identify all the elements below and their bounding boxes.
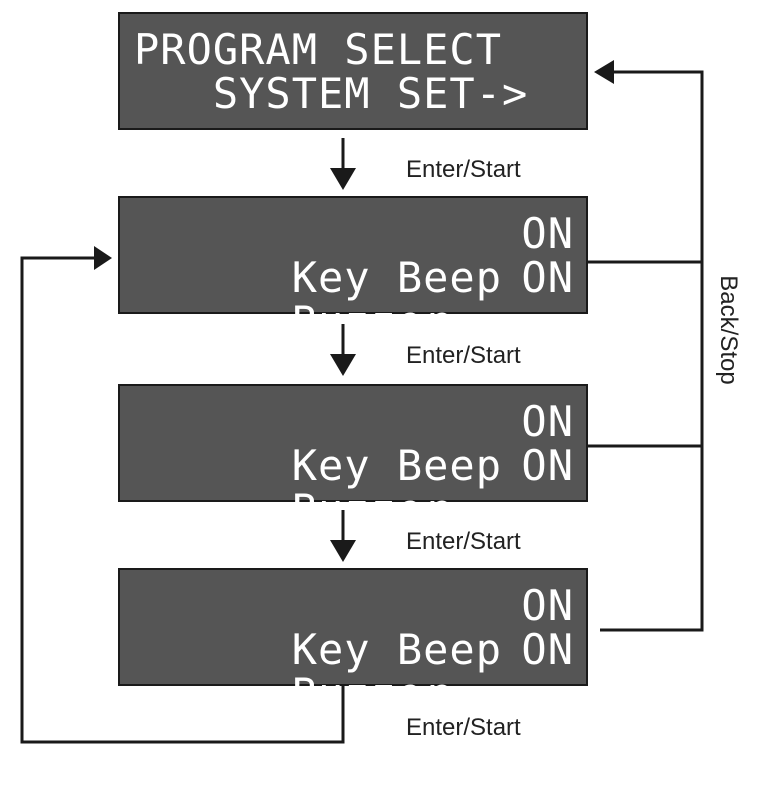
lcd-screen-settings-3: Key Beep ON Buzzer ON — [118, 568, 588, 716]
menu-flow-diagram: PROGRAM SELECT SYSTEM SET-> Key Beep ON … — [20, 12, 742, 744]
setting-value: ON — [521, 625, 574, 674]
lcd-row-buzzer: Buzzer ON — [134, 625, 574, 716]
setting-name: Buzzer — [291, 297, 450, 346]
setting-value: ON — [521, 397, 574, 446]
enter-start-label-3: Enter/Start — [406, 528, 521, 555]
setting-value: ON — [521, 581, 574, 630]
down-arrow-3 — [330, 510, 356, 562]
lcd-screen-program-select: PROGRAM SELECT SYSTEM SET-> — [118, 12, 588, 130]
down-arrow-2 — [330, 324, 356, 376]
lcd-row-key-beep: Key Beep ON — [134, 209, 574, 300]
enter-start-label-1: Enter/Start — [406, 156, 521, 183]
lcd-row-key-beep: Key Beep ON — [134, 397, 574, 488]
setting-name: Key Beep — [291, 441, 503, 490]
lcd-row-buzzer: Buzzer ON — [134, 441, 574, 532]
enter-start-label-4: Enter/Start — [406, 714, 521, 741]
setting-name: Key Beep — [291, 625, 503, 674]
lcd-line-1: PROGRAM SELECT — [134, 25, 503, 74]
lcd-screen-settings-2: Key Beep ON Buzzer ON — [118, 384, 588, 532]
flow-connectors — [20, 60, 704, 744]
setting-name: Buzzer — [291, 669, 450, 718]
enter-start-label-2: Enter/Start — [406, 342, 521, 369]
down-arrow-1 — [330, 138, 356, 190]
back-stop-connector — [588, 60, 704, 632]
lcd-line-2: SYSTEM SET-> — [134, 69, 529, 118]
lcd-row-buzzer: Buzzer ON — [134, 253, 574, 344]
setting-name: Key Beep — [291, 253, 503, 302]
setting-name: Buzzer — [291, 485, 450, 534]
setting-value: ON — [521, 209, 574, 258]
lcd-screen-settings-1: Key Beep ON Buzzer ON — [118, 196, 588, 344]
setting-value: ON — [521, 441, 574, 490]
setting-value: ON — [521, 253, 574, 302]
back-stop-label: Back/Stop — [715, 275, 742, 385]
lcd-row-key-beep: Key Beep ON — [134, 581, 574, 672]
loop-back-connector — [20, 246, 345, 744]
